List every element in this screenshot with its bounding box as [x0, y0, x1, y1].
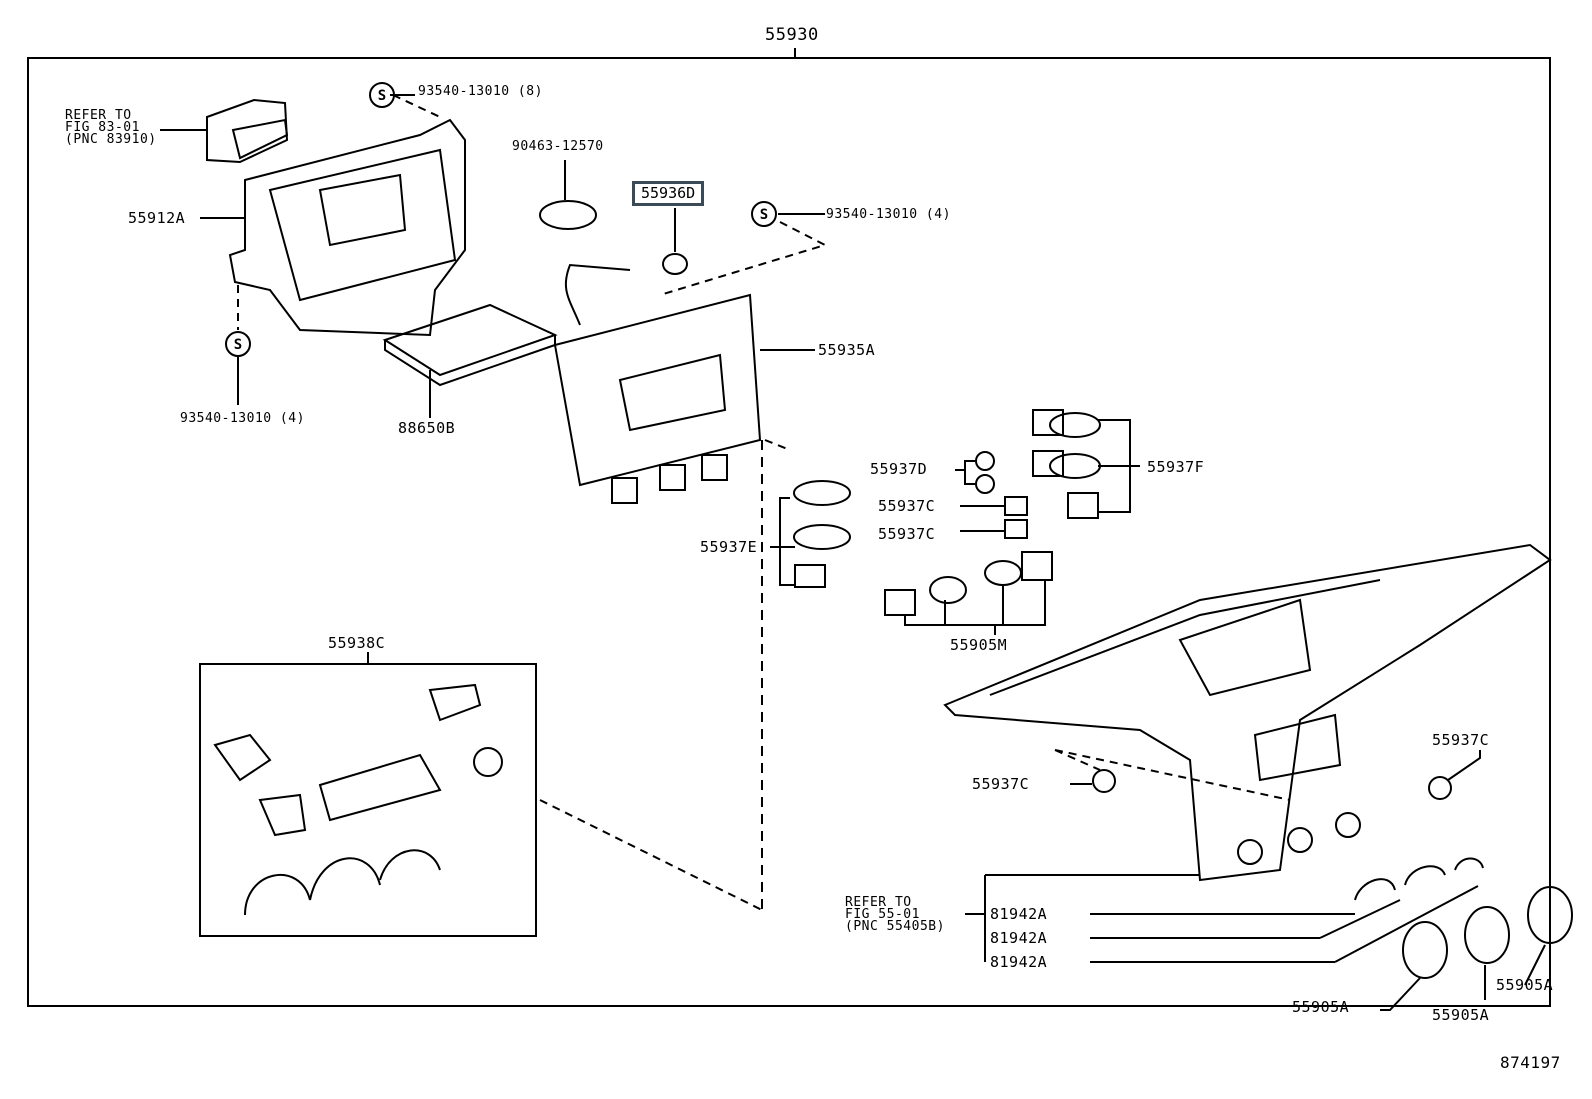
- socket-c1-label: 55937C: [878, 497, 936, 515]
- bulb-55937c-right: [1428, 776, 1452, 800]
- knobs-55905a: [1380, 886, 1573, 1011]
- knobs-55937e: [770, 480, 851, 588]
- assembly-frame: [27, 57, 1551, 1007]
- figure-id: 874197: [1500, 1053, 1561, 1072]
- refer-fig-83-label: REFER TO FIG 83-01 (PNC 83910): [65, 108, 157, 147]
- screw-symbol-right: S: [760, 207, 768, 223]
- bracket-55912a: [200, 118, 466, 337]
- bulb-c3-label: 55937C: [972, 775, 1030, 793]
- knob-a2-label: 55905A: [1432, 1006, 1490, 1024]
- bezels-81942a: [965, 857, 1484, 963]
- screw-right-label: 93540-13010 (4): [826, 207, 951, 222]
- screw-top-label: 93540-13010 (8): [418, 84, 543, 99]
- dashboard-panel: [943, 543, 1552, 882]
- clip-label: 90463-12570: [512, 139, 604, 154]
- knob-e-label: 55937E: [700, 538, 758, 556]
- knob-m-label: 55905M: [950, 636, 1008, 654]
- refer-fig-55-label: REFER TO FIG 55-01 (PNC 55405B): [845, 895, 945, 934]
- knobs-55937f: [1032, 409, 1140, 519]
- screw-left-label: 93540-13010 (4): [180, 411, 305, 426]
- refer-line-1: REFER TO: [65, 108, 132, 123]
- knob-f-label: 55937F: [1147, 458, 1205, 476]
- refer-line-3: (PNC 83910): [65, 132, 157, 147]
- screw-symbols: [225, 82, 777, 357]
- bezel-2-label: 81942A: [990, 929, 1048, 947]
- lever-set-box-55938c: [199, 663, 537, 937]
- refer-line-2: FIG 83-01: [65, 120, 140, 135]
- socket-55937c-1: [1004, 496, 1028, 516]
- bulb-55936d: [662, 208, 688, 275]
- knobs-55905m: [884, 551, 1053, 635]
- bulbs-55937d: [955, 451, 995, 494]
- clip-90463: [539, 160, 597, 230]
- highlighted-part-label[interactable]: 55936D: [632, 181, 705, 206]
- bracket-label: 55912A: [128, 209, 186, 227]
- plate-55935a: [553, 263, 815, 504]
- screw-symbol-top: S: [378, 88, 386, 104]
- refer-line-3: (PNC 55405B): [845, 919, 945, 934]
- bezel-3-label: 81942A: [990, 953, 1048, 971]
- bezel-1-label: 81942A: [990, 905, 1048, 923]
- bulb-d-label: 55937D: [870, 460, 928, 478]
- control-module: [160, 98, 289, 164]
- refer-line-1: REFER TO: [845, 895, 912, 910]
- knob-a1-label: 55905A: [1292, 998, 1350, 1016]
- circuit-board-88650b: [382, 303, 558, 418]
- bulb-c4-label: 55937C: [1432, 731, 1490, 749]
- bulb-55937c-left: [1092, 769, 1116, 793]
- lever-set-parts: [213, 683, 503, 916]
- assembly-part-number: 55930: [765, 25, 819, 45]
- socket-55937c-2: [1004, 519, 1028, 539]
- lever-set-label: 55938C: [328, 634, 386, 652]
- circuit-board-label: 88650B: [398, 419, 456, 437]
- socket-c2-label: 55937C: [878, 525, 936, 543]
- plate-label: 55935A: [818, 341, 876, 359]
- refer-line-2: FIG 55-01: [845, 907, 920, 922]
- knob-a3-label: 55905A: [1496, 976, 1554, 994]
- screw-symbol-left: S: [234, 337, 242, 353]
